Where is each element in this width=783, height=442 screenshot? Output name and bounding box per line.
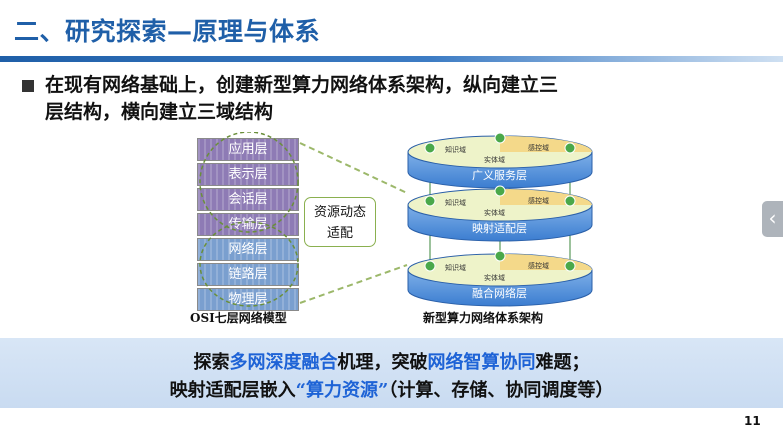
node-icons	[424, 132, 576, 272]
fusion-domain-entity: 实体域	[484, 273, 505, 282]
bullet-line-1: 在现有网络基础上，创建新型算力网络体系架构，纵向建立三	[45, 74, 559, 96]
osi-model-diagram: 应用层 表示层 会话层 传输层 网络层 链路层 物理层	[197, 138, 299, 313]
title-underline	[0, 56, 783, 62]
fusion-domain-sensing: 感控域	[528, 261, 549, 270]
mapping-domain-sensing: 感控域	[528, 196, 549, 205]
arch-layer-service: 知识域 感控域 实体域 广义服务层	[407, 135, 593, 189]
osi-dashed-ellipses	[199, 132, 299, 307]
summary-text: 机理，突破	[337, 352, 428, 373]
summary-text: 难题；	[535, 352, 590, 373]
osi-layer-physical: 物理层	[197, 288, 299, 311]
resource-adaptation-box: 资源动态 适配	[304, 197, 376, 247]
resource-box-line-1: 资源动态	[313, 205, 366, 220]
osi-layer-presentation: 表示层	[197, 163, 299, 186]
summary-highlight: 多网深度融合	[229, 352, 338, 373]
osi-layer-session: 会话层	[197, 188, 299, 211]
mapping-layer-label: 映射适配层	[472, 221, 527, 235]
osi-layer-network: 网络层	[197, 238, 299, 261]
service-domain-entity: 实体域	[484, 155, 505, 164]
architecture-diagram: 知识域 感控域 实体域 融合网络层 知识域 感控域 实体域 映射适配层 知识域 …	[407, 132, 593, 307]
osi-layer-datalink: 链路层	[197, 263, 299, 286]
mapping-domain-entity: 实体域	[484, 208, 505, 217]
architecture-caption: 新型算力网络体系架构	[423, 311, 544, 325]
osi-layer-application: 应用层	[197, 138, 299, 161]
connector-arrows	[299, 142, 408, 304]
summary-text: 映射适配层嵌入	[169, 380, 296, 401]
bullet-text: 在现有网络基础上，创建新型算力网络体系架构，纵向建立三 层结构，横向建立三域结构	[45, 72, 745, 126]
fusion-layer-label: 融合网络层	[472, 286, 527, 300]
summary-band: 探索多网深度融合机理，突破网络智算协同难题； 映射适配层嵌入“算力资源”（计算、…	[0, 338, 783, 408]
service-domain-sensing: 感控域	[528, 143, 549, 152]
title-bar: 二、研究探索—原理与体系	[0, 0, 783, 64]
osi-caption: OSI七层网络模型	[190, 311, 287, 325]
fusion-domain-knowledge: 知识域	[445, 263, 466, 272]
chevron-left-icon[interactable]: ‹	[762, 201, 783, 237]
arch-layer-mapping: 知识域 感控域 实体域 映射适配层	[407, 188, 593, 242]
summary-line-2: 映射适配层嵌入“算力资源”（计算、存储、协同调度等）	[0, 376, 783, 402]
summary-highlight: 网络智算协同	[427, 352, 536, 373]
arch-layer-fusion: 知识域 感控域 实体域 融合网络层	[407, 253, 593, 307]
page-number: 11	[744, 414, 761, 428]
mapping-domain-knowledge: 知识域	[445, 198, 466, 207]
osi-layer-transport: 传输层	[197, 213, 299, 236]
bullet-square-icon	[22, 80, 34, 92]
summary-line-1: 探索多网深度融合机理，突破网络智算协同难题；	[0, 348, 783, 374]
bullet-line-2: 层结构，横向建立三域结构	[45, 101, 274, 123]
summary-highlight: “算力资源”	[295, 380, 389, 401]
service-domain-knowledge: 知识域	[445, 145, 466, 154]
summary-text: （计算、存储、协同调度等）	[388, 380, 614, 401]
resource-box-line-2: 适配	[326, 226, 353, 241]
service-layer-label: 广义服务层	[472, 169, 527, 182]
summary-text: 探索	[193, 352, 230, 373]
page-title: 二、研究探索—原理与体系	[14, 17, 321, 46]
